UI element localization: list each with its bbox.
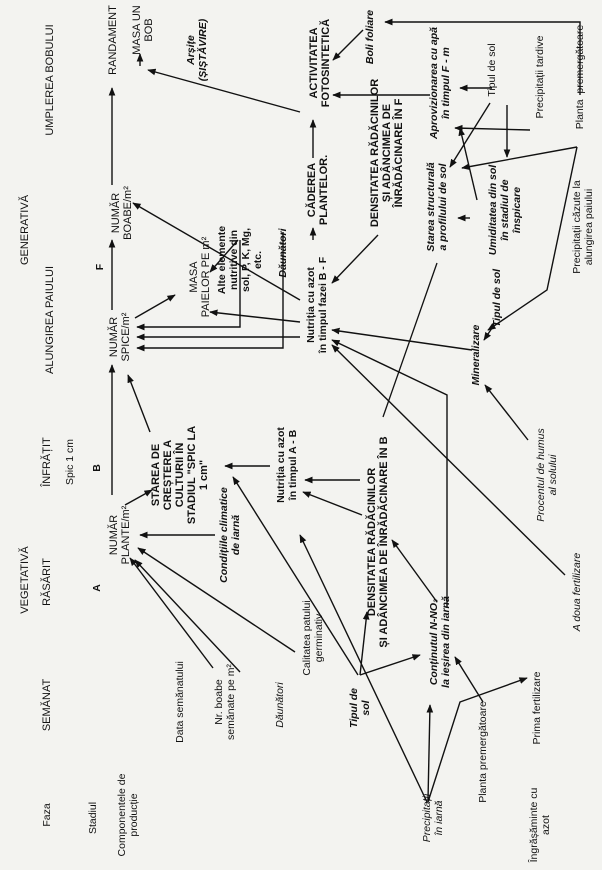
arrow-tipul1-densb: [359, 611, 370, 676]
arrow-nrboabe-plante: [129, 557, 214, 669]
label-stadiul: Stadiul: [87, 801, 99, 835]
factor-nutritia-bf: Nutriția cu azot în timpul fazei B - F: [305, 256, 329, 354]
factor-tipul-sol-2: Tipul de sol: [486, 43, 498, 97]
factor-conditiile: Condițiile climatice de iarnă: [218, 487, 242, 583]
factor-starea-structurala: Starea structurală a profilului de sol: [425, 162, 449, 252]
factor-mineralizare: Mineralizare: [470, 324, 482, 386]
label-ingrasaminte: Îngrășăminte cu azot: [528, 787, 552, 863]
node-numar-spice: NUMĂR SPICE/m²: [108, 312, 132, 362]
point-b: B: [91, 464, 103, 472]
arrow-daunatori-spice: [136, 232, 284, 352]
factor-daunatori-1: Dăunători: [277, 228, 289, 278]
arrow-plante-starea: [124, 489, 153, 506]
factor-data-semanatului: Data semănatului: [174, 661, 186, 743]
stage-rasarit: RĂSĂRIT: [41, 558, 53, 606]
factor-nutritia-ab: Nutriția cu azot în timpul A - B: [275, 427, 299, 503]
phase-generativa: GENERATIVĂ: [19, 194, 31, 266]
arrow-densb-nutritiaab-2: [302, 491, 363, 516]
factor-precipitatii-tardive: Precipitații tardive: [534, 35, 546, 119]
arrow-tipul1-continut: [359, 654, 421, 676]
arrow-mineralizare-nutritiabf: [331, 327, 473, 351]
arrow-planta2-boli: [384, 18, 581, 95]
node-densitate-f: DENSITATEA RĂDĂCINILOR ȘI ADÂNCIMEA DE Î…: [369, 78, 405, 228]
arrow-planta1-continut: [454, 656, 484, 703]
factor-umiditatea: Umiditatea din sol în stadiul de înspica…: [487, 164, 523, 256]
factor-procentul-humus: Procentul de humus al solului: [535, 428, 559, 522]
factor-daunatori-2: Dăunători: [274, 682, 286, 728]
arrow-adoua-nutritiabf: [331, 344, 566, 576]
factor-a-doua-fertilizare: A doua fertilizare: [571, 552, 583, 632]
factor-alte-elemente: Alte elemente nutritive din sol, P, K, M…: [216, 225, 264, 295]
stage-spic: Spic 1 cm: [64, 438, 76, 486]
arrow-daunatori-plante: [134, 559, 241, 673]
arrow-activitatea-masabob: [147, 68, 301, 113]
node-densitate-b: DENSITATEA RĂDĂCINILOR ȘI ADÂNCIMEA DE Î…: [366, 436, 390, 648]
arrow-boli-activitatea: [332, 29, 364, 61]
arrow-planta2-mineralizare: [487, 146, 578, 331]
arrow-alte-spice: [136, 240, 241, 331]
arrow-umiditatea-aprovizionarea: [458, 127, 478, 201]
label-faza: Faza: [41, 803, 53, 827]
arrow-precip-continut: [426, 704, 434, 801]
factor-continutul: Conținutul N-NO₃ la ieșirea din iarnă: [428, 596, 452, 688]
factor-calitatea: Calitatea patului germinativ: [301, 600, 325, 676]
factor-planta-1: Planta premergătoare: [477, 701, 489, 803]
node-masa-bob: MASA UN BOB: [131, 5, 155, 55]
node-numar-boabe: NUMĂR BOABE/m²: [110, 186, 134, 240]
arrow-tipul-starea: [232, 476, 359, 676]
arrow-continut-densb: [391, 539, 438, 603]
point-f: F: [94, 263, 106, 271]
arrow-calitatea-plante: [137, 547, 296, 653]
point-a: A: [91, 584, 103, 592]
factor-tipul-sol-3: Tipul de sol: [491, 268, 503, 328]
factor-precipitatii-alungire: Precipitații căzute la alungirea paiului: [571, 180, 595, 274]
arrow-precipt-aprovizionarea: [454, 124, 531, 132]
factor-nr-boabe: Nr. boabe semănate pe m²: [213, 664, 237, 740]
arrow-planta2-starea: [461, 146, 578, 170]
factor-prima-fertilizare: Prima fertilizare: [531, 671, 543, 745]
factor-arsite: Arșițe (ȘIȘTĂVIRE): [185, 18, 209, 82]
stage-alungirea: ALUNGIREA PAIULUI: [44, 266, 56, 374]
arrow-densf-nutritiabf: [331, 234, 379, 284]
arrow-nutritiabf-boabe: [132, 202, 301, 301]
stage-infratit: ÎNFRĂȚIT: [41, 437, 53, 487]
node-activitatea: ACTIVITATEA FOTOSINTETICĂ: [308, 18, 332, 108]
factor-precipitatii-iarna: Precipitații în iarnă: [421, 793, 445, 843]
arrow-precip-prima: [427, 677, 528, 803]
node-randament: RANDAMENT: [107, 5, 119, 75]
stage-semanat: SEMĂNAT: [41, 678, 53, 732]
node-caderea: CĂDEREA PLANTELOR.: [306, 154, 330, 226]
node-masa-paielor: MASA PAIELOR PE m²: [188, 236, 212, 318]
node-numar-plante: NUMĂR PLANTE/m²: [108, 505, 132, 565]
arrow-continut-nutritiabf: [331, 339, 448, 608]
arrow-humus-mineralizare: [484, 384, 529, 441]
phase-vegetativa: VEGETATIVĂ: [19, 546, 31, 614]
arrow-tipul2-starea: [449, 102, 491, 168]
factor-boli-foliare: Boli foliare: [364, 9, 376, 65]
arrow-precip-plante: [299, 534, 428, 803]
node-starea-crestere: STAREA DE CREȘTERE A CULTURII ÎN STADIUL…: [150, 425, 210, 525]
factor-tipul-sol-1: Tipul de sol: [348, 687, 372, 729]
factor-planta-2: Planta premergătoare: [574, 24, 586, 130]
factor-aprovizionarea: Aprovizionarea cu apă în timpul F - m: [428, 26, 452, 140]
arrow-nutritiabf-masapaielor: [209, 309, 301, 323]
arrow-starea-spice: [127, 374, 151, 433]
line-densb-starea: [382, 262, 438, 418]
label-componente: Componentele de producție: [116, 773, 140, 857]
stage-umplerea: UMPLEREA BOBULUI: [44, 24, 56, 136]
arrow-spice-masapaielor: [134, 294, 176, 319]
